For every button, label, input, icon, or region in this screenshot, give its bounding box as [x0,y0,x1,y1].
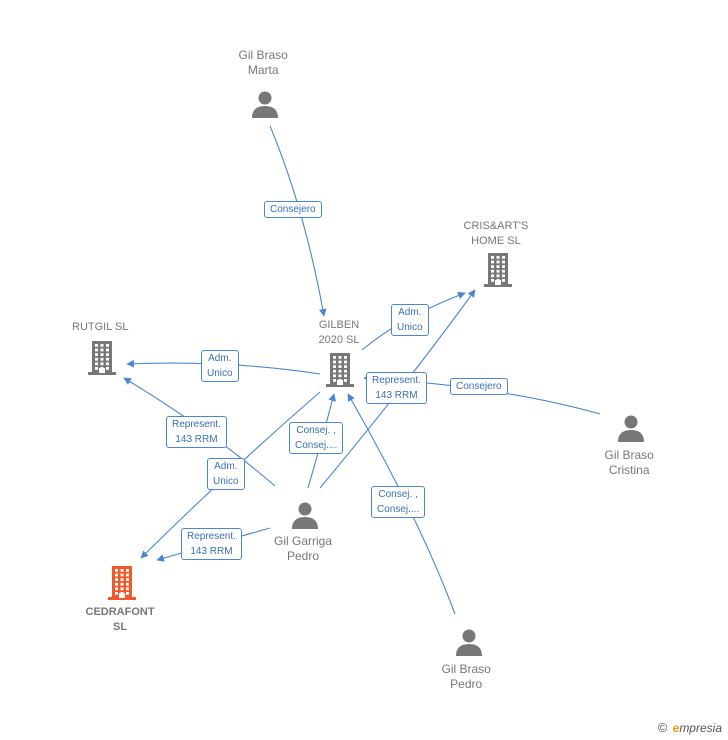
node-label-line: GILBEN [318,319,360,331]
node-label-cedrafont[interactable]: CEDRAFONT SL [86,605,155,635]
edge-label-line: Unico [397,322,423,333]
edge-label-e5[interactable]: Consejero [450,378,508,395]
edge-label-e3[interactable]: Adm. Unico [201,350,239,382]
building-icon[interactable] [86,340,118,381]
edge-label-line: 143 RRM [190,546,233,557]
node-label-line: RUTGIL SL [72,321,129,333]
edge-label-line: Represent. [372,375,421,386]
edge-label-line: Unico [213,476,239,487]
node-label-line: Pedro [286,549,320,563]
edge-label-e1[interactable]: Consejero [264,201,322,218]
node-label-line: Marta [247,63,279,77]
building-icon[interactable] [106,565,138,606]
node-label-rutgil[interactable]: RUTGIL SL [72,320,128,335]
edge-label-line: Represent. [172,419,221,430]
edge-label-e4[interactable]: Represent. 143 RRM [166,416,227,448]
edge-label-e2[interactable]: Adm. Unico [391,304,429,336]
edge-label-line: Adm. [398,307,422,318]
node-label-line: Gil Braso [238,48,288,62]
node-label-crisart[interactable]: CRIS&ART'S HOME SL [464,219,529,249]
edge-label-line: 143 RRM [375,390,418,401]
edge-label-line: Consej.... [377,504,420,515]
edge-label-e9[interactable]: Consej. , Consej.... [371,486,426,518]
node-label-line: HOME SL [471,235,521,247]
edge-label-line: Represent. [187,531,236,542]
footer: © empresia [658,720,722,738]
node-label-line: Cristina [608,463,650,477]
edge-label-e7[interactable]: Consej. , Consej.... [289,422,344,454]
edge-label-e6[interactable]: Represent. 143 RRM [181,528,242,560]
edge-e1-line [269,125,327,317]
node-label-line: 2020 SL [318,334,360,346]
person-icon[interactable] [616,413,646,448]
node-label-line: CRIS&ART'S [463,220,529,232]
brand-name: mpresia [679,721,722,735]
edge-label-e8[interactable]: Adm. Unico [207,458,245,490]
building-icon[interactable] [324,352,356,393]
brand-initial: e [672,721,680,735]
building-icon[interactable] [482,252,514,293]
node-label-line: Gil Braso [441,662,491,676]
person-icon[interactable] [250,89,280,124]
edge-label-line: 143 RRM [175,434,218,445]
node-label-line: Gil Garriga [274,534,333,548]
edge-label-line: Consej. , [378,489,418,500]
node-label-line: CEDRAFONT [85,606,155,618]
edge-label-line: Adm. [214,461,238,472]
copyright-symbol: © [657,720,668,735]
edge-label-line: Adm. [208,353,232,364]
edge-label-line: Consej. , [296,425,336,436]
node-label-line: Gil Braso [604,448,654,462]
node-label-line: SL [113,621,128,633]
person-icon[interactable] [454,627,484,662]
person-icon[interactable] [290,500,320,535]
edge-label-line: Unico [207,368,233,379]
node-label-line: Pedro [450,677,483,691]
edge-label-line: Consejero [456,381,502,392]
edge-label-line: Consejero [270,204,316,215]
edge-label-e10[interactable]: Represent. 143 RRM [366,372,427,404]
node-label-gilben[interactable]: GILBEN 2020 SL [319,318,360,348]
edge-label-line: Consej.... [295,440,338,451]
